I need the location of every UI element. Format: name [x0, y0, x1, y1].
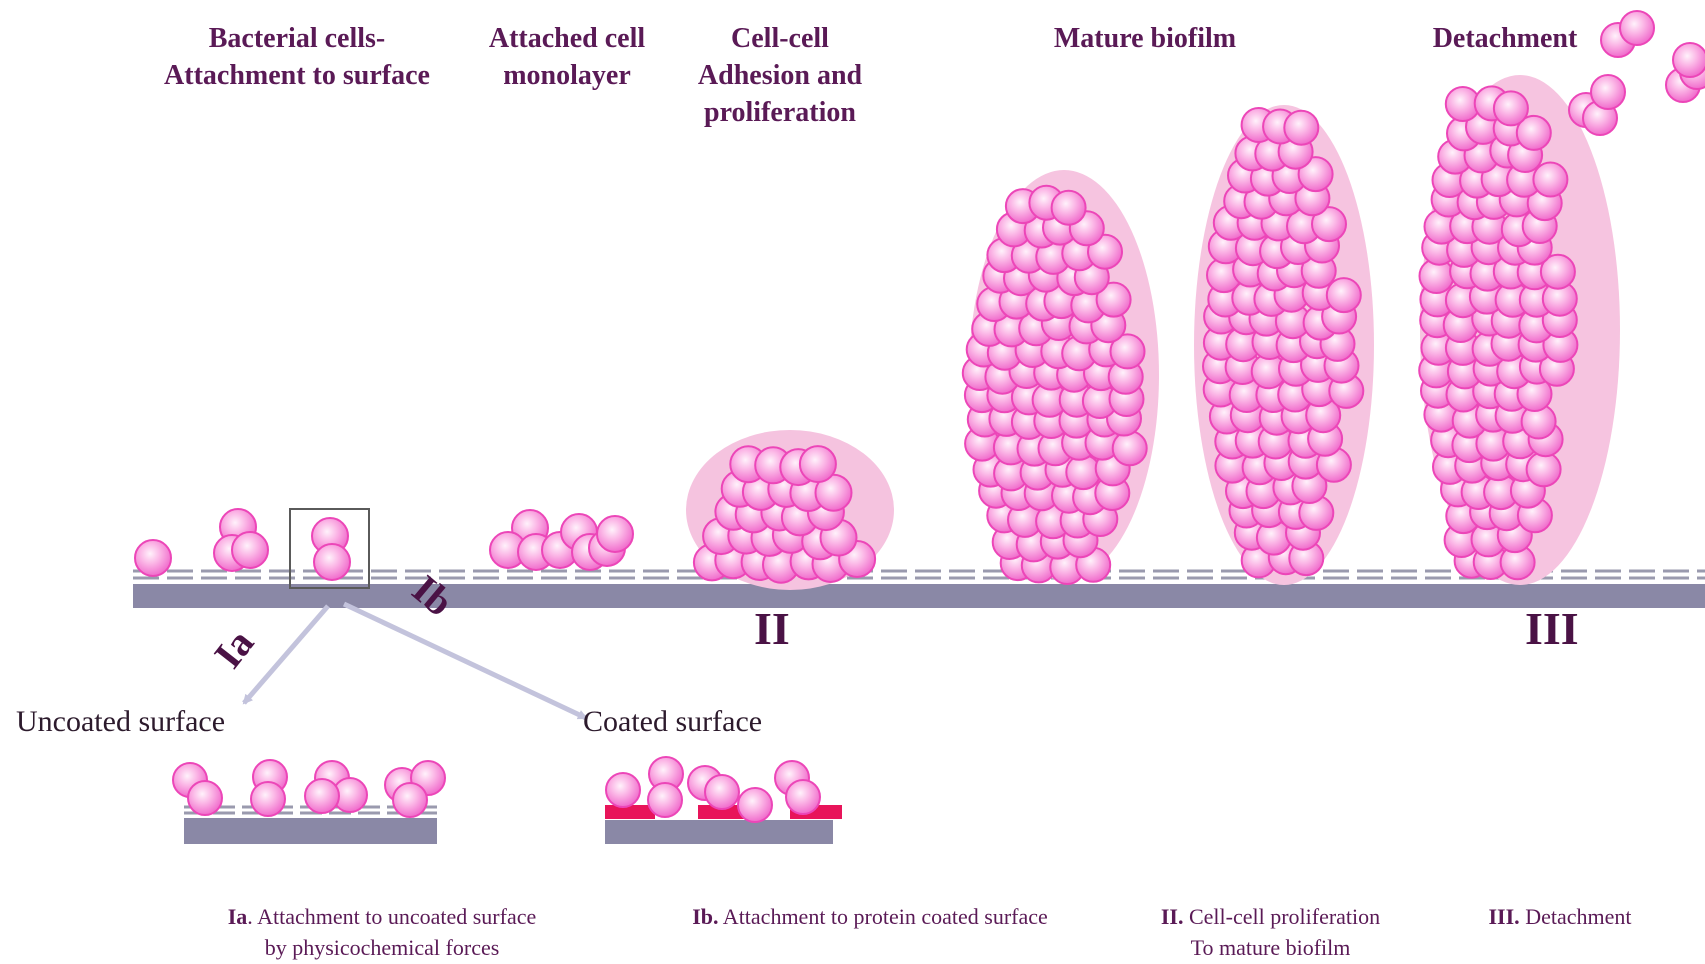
protein-coating — [605, 805, 655, 819]
stage-title-monolayer: Attached cell monolayer — [470, 20, 664, 94]
stage-title-mature: Mature biofilm — [1010, 20, 1280, 57]
bacterial-cell — [597, 516, 633, 552]
caption-ia: Ia. Attachment to uncoated surface by ph… — [186, 901, 578, 963]
bacterial-cell — [251, 782, 285, 816]
branch-arrows — [244, 604, 586, 718]
bacterial-cell — [1494, 91, 1528, 125]
bacterial-cell — [1533, 163, 1567, 197]
bacterial-cell — [606, 773, 640, 807]
bacterial-cell — [648, 783, 682, 817]
bacterial-cell — [1591, 75, 1625, 109]
coated-surface-label: Coated surface — [583, 705, 762, 739]
caption-ia-text-line2: by physicochemical forces — [186, 932, 578, 963]
stage-title-detachment: Detachment — [1415, 20, 1595, 57]
bacterial-cell — [1620, 11, 1654, 45]
caption-ia-key: Ia — [228, 904, 248, 929]
caption-iii-key: III. — [1489, 904, 1520, 929]
bacterial-cell — [135, 540, 171, 576]
bacterial-cell — [1673, 43, 1705, 77]
caption-ii-key: II. — [1161, 904, 1184, 929]
caption-ia-text: . Attachment to uncoated surface — [247, 904, 536, 929]
bacterial-cell — [1327, 278, 1361, 312]
caption-iii-text: Detachment — [1520, 904, 1632, 929]
caption-ii-text-line2: To mature biofilm — [1128, 932, 1413, 963]
bacterial-cell — [232, 532, 268, 568]
arrow-ib — [344, 604, 586, 718]
caption-ii: II. Cell-cell proliferation To mature bi… — [1128, 901, 1413, 963]
stage-title-adhesion: Cell-cell Adhesion and proliferation — [672, 20, 888, 131]
caption-ib: Ib. Attachment to protein coated surface — [645, 901, 1095, 932]
bacterial-cell — [1284, 111, 1318, 145]
bacterial-cell — [1113, 431, 1147, 465]
caption-ib-text: Attachment to protein coated surface — [719, 904, 1048, 929]
caption-iii: III. Detachment — [1460, 901, 1660, 932]
bacterial-cell — [1527, 452, 1561, 486]
bacterial-cell — [1052, 191, 1086, 225]
caption-ii-text: Cell-cell proliferation — [1183, 904, 1380, 929]
stage-marker-iii: III — [1525, 602, 1579, 655]
stage-marker-ii: II — [754, 602, 790, 655]
bacterial-cell — [188, 781, 222, 815]
uncoated-surface-label: Uncoated surface — [16, 705, 225, 739]
bacterial-cell — [786, 780, 820, 814]
bacterial-cell — [738, 788, 772, 822]
bacterial-cell — [314, 544, 350, 580]
bacterial-cell — [800, 446, 836, 482]
bacterial-cell — [393, 783, 427, 817]
bacterial-cell — [305, 779, 339, 813]
caption-ib-key: Ib. — [692, 904, 718, 929]
bacterial-cell — [705, 775, 739, 809]
bacterial-cells — [135, 11, 1705, 822]
stage-title-attachment: Bacterial cells- Attachment to surface — [142, 20, 452, 94]
